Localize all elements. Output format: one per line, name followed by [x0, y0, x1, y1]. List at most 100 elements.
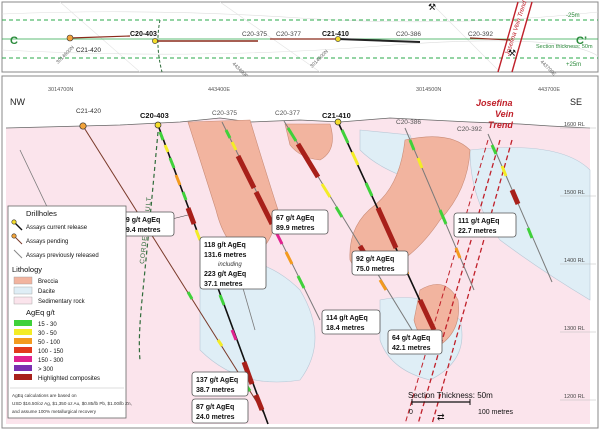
- hole-label-c20-375: C20-375: [212, 110, 237, 117]
- plan-collar-label-c20-403: C20-403: [130, 31, 157, 38]
- legend-swatch-sedimentary: [13, 296, 33, 305]
- intercept-callout-3: 67 g/t AgEq 89.9 metres: [271, 209, 329, 235]
- plan-hole-trace-c21-420: [69, 35, 131, 39]
- intercept-8-grade: 137 g/t AgEq: [196, 377, 238, 384]
- hole-label-c20-403: C20-403: [140, 111, 169, 120]
- legend-swatch-breccia: [13, 276, 33, 285]
- plan-buffer-top-label: -25m: [566, 13, 580, 19]
- plan-vein-line-2: [511, 1, 533, 73]
- elevation-label-1600: 1600 RL: [564, 122, 585, 128]
- section-coord-2: 443400E: [208, 87, 230, 93]
- intercept-5-grade: 92 g/t AgEq: [356, 256, 394, 263]
- legend-swatch-grade-2: [14, 329, 32, 335]
- assay-ticks-c20-392: [490, 144, 534, 239]
- elevation-label-1500: 1500 RL: [564, 190, 585, 196]
- scale-bar-end: 100 metres: [478, 409, 514, 416]
- legend-lithology-title: Lithology: [12, 265, 42, 274]
- legend-grade-3: 50 - 100: [38, 340, 61, 346]
- intercept-3-width: 89.9 metres: [276, 225, 315, 232]
- intercept-9-width: 24.0 metres: [196, 414, 235, 421]
- plan-collar-label-c20-375: C20-375: [242, 31, 267, 38]
- legend-footnote-line-2: USD $16.50/oz Ag, $1,350 oz Au, $0.85/lb…: [12, 401, 132, 406]
- intercept-callout-9: 87 g/t AgEq 24.0 metres: [191, 398, 249, 424]
- vein-title-line-1: Josefina: [476, 98, 513, 108]
- plan-collar-label-c20-377: C20-377: [276, 31, 301, 38]
- hole-label-c20-386: C20-386: [396, 119, 421, 126]
- plan-section-west-label: C: [10, 35, 18, 47]
- intercept-4-grade: 111 g/t AgEq: [458, 218, 499, 225]
- intercept-3-grade: 67 g/t AgEq: [276, 215, 314, 222]
- hole-label-c21-410: C21-410: [322, 111, 351, 120]
- hole-label-c21-420: C21-420: [76, 108, 101, 115]
- vein-trend-line-1: [417, 139, 501, 425]
- plan-fault-trace: [157, 19, 163, 73]
- intercept-2-grade-incl: 223 g/t AgEq: [204, 271, 246, 278]
- scale-bar: Section Thickness: 50m 0 100 metres ⇄: [408, 391, 514, 422]
- intercept-8-width: 38.7 metres: [196, 387, 235, 394]
- drillhole-trace-c21-420: [82, 125, 266, 416]
- plan-mine-symbol-2: ⚒: [508, 48, 516, 58]
- drillhole-trace-c20-392: [487, 133, 553, 283]
- section-coord-4: 443700E: [538, 87, 560, 93]
- plan-collar-c21-420: [66, 34, 74, 42]
- plan-collar-c21-410: [335, 36, 341, 42]
- elevation-label-1200: 1200 RL: [564, 394, 585, 400]
- direction-nw-label: NW: [10, 97, 25, 107]
- elevation-label-1400: 1400 RL: [564, 258, 585, 264]
- plan-thickness-note: Section thickness: 50m: [536, 44, 593, 50]
- vein-title-line-2: Vein: [495, 109, 514, 119]
- cordero-fault-line: [138, 131, 159, 361]
- legend-footnote-line-1: AgEq calculations are based on: [12, 393, 77, 398]
- north-arrow-icon: ⇄: [437, 412, 445, 422]
- dacite-body-east: [469, 147, 591, 301]
- plan-buffer-bottom-label: +25m: [566, 62, 581, 68]
- assay-ticks-c20-375: [224, 129, 306, 289]
- legend-grade-2: 30 - 50: [38, 331, 57, 337]
- legend-grade-6: > 300: [38, 367, 54, 373]
- intercept-callout-8: 137 g/t AgEq 38.7 metres: [191, 371, 249, 397]
- legend-swatch-grade-1: [14, 320, 32, 326]
- intercept-callout-7: 64 g/t AgEq 42.1 metres: [387, 329, 443, 355]
- direction-se-label: SE: [570, 97, 582, 107]
- legend-footnote-line-3: and assume 100% metallurgical recovery: [12, 409, 97, 414]
- section-view: CORDERO FAULT: [1, 75, 599, 429]
- legend-lithology-breccia: Breccia: [38, 279, 59, 285]
- vein-trend-line-2: [431, 139, 513, 425]
- intercept-1-width: 29.4 metres: [122, 227, 161, 234]
- intercept-callout-1: 59 g/t AgEq 29.4 metres: [117, 211, 189, 237]
- plan-collar-c20-403: [152, 38, 158, 44]
- plan-collar-label-c21-420: C21-420: [76, 47, 101, 54]
- intercept-callout-6: 114 g/t AgEq 18.4 metres: [321, 309, 381, 335]
- intercept-callout-2: 118 g/t AgEq 131.6 metres including 223 …: [199, 236, 267, 290]
- intercept-9-grade: 87 g/t AgEq: [196, 404, 234, 411]
- plan-view: C C’ -25m +25m Section thickness: 50m Jo…: [1, 0, 599, 80]
- legend: Drillholes Assays current release Assays…: [7, 205, 132, 419]
- hole-label-c20-377: C20-377: [275, 110, 300, 117]
- collar-c20-403: [154, 121, 162, 129]
- intercept-7-grade: 64 g/t AgEq: [392, 335, 430, 342]
- legend-lithology-sedimentary: Sedimentary rock: [38, 299, 86, 305]
- plan-section-east-label: C’: [576, 35, 587, 47]
- intercept-2-width: 131.6 metres: [204, 252, 247, 259]
- legend-collar-previous-icon: [13, 249, 23, 259]
- plan-collar-label-c20-392: C20-392: [468, 31, 493, 38]
- legend-drillholes-title: Drillholes: [26, 209, 57, 218]
- intercept-callout-4: 111 g/t AgEq 22.7 metres: [453, 212, 517, 238]
- intercept-5-width: 75.0 metres: [356, 266, 395, 273]
- collar-c21-420: [79, 122, 87, 130]
- intercept-callout-5: 92 g/t AgEq 75.0 metres: [351, 250, 409, 276]
- intercept-6-grade: 114 g/t AgEq: [326, 315, 368, 322]
- legend-swatch-grade-5: [14, 356, 32, 362]
- scale-bar-start: 0: [409, 409, 413, 416]
- legend-grade-4: 100 - 150: [38, 349, 64, 355]
- elevation-scale: 1600 RL 1500 RL 1400 RL 1300 RL 1200 RL: [560, 122, 596, 401]
- legend-swatch-dacite: [13, 286, 33, 295]
- breccia-body-north: [284, 123, 333, 161]
- plan-collar-label-c20-386: C20-386: [396, 31, 421, 38]
- elevation-label-1300: 1300 RL: [564, 326, 585, 332]
- collar-c21-410: [334, 118, 342, 126]
- legend-lithology-dacite: Dacite: [38, 289, 56, 295]
- legend-drillhole-current: Assays current release: [26, 225, 88, 231]
- intercept-7-width: 42.1 metres: [392, 345, 431, 352]
